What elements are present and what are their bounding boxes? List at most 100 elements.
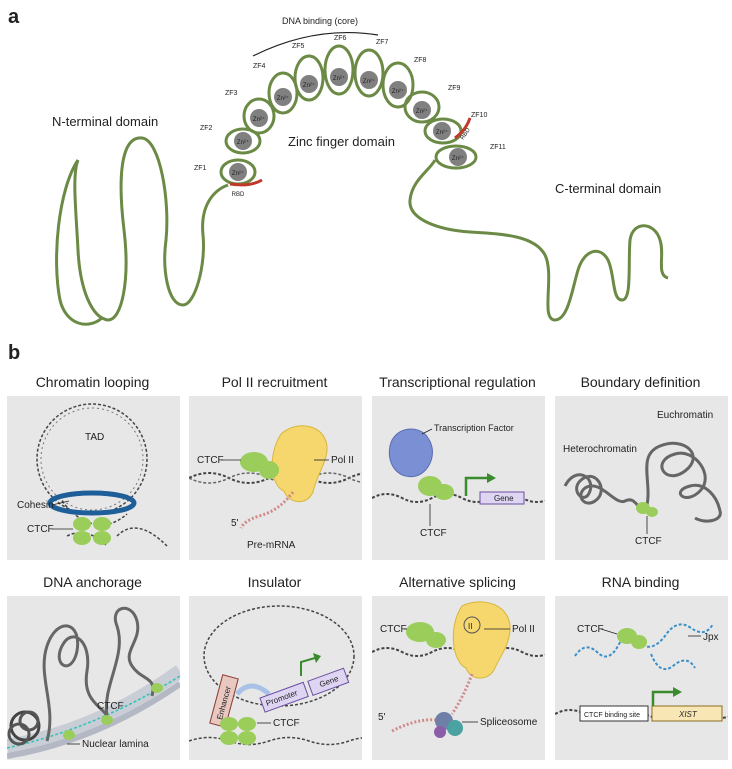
pol2-badge: II (468, 622, 472, 631)
svg-text:Zn²⁺: Zn²⁺ (253, 116, 265, 123)
ctcf-binding-site-box (579, 705, 649, 722)
zf5-loop: Zn²⁺ (293, 54, 325, 102)
premrna-label: Pre-mRNA (247, 540, 296, 551)
ctcf-protein (240, 452, 279, 479)
zf9-label: ZF9 (448, 85, 461, 92)
euchromatin-label: Euchromatin (657, 410, 713, 421)
card-boundary-definition: Euchromatin Heterochromatin CTCF (555, 396, 728, 560)
card-insulator: Enhancer Promoter Gene CTCF (189, 596, 362, 760)
ctcf-label: CTCF (577, 624, 604, 635)
spliceosome (434, 712, 463, 738)
dna-strand (189, 736, 362, 746)
pol2-label: Pol II (512, 624, 535, 635)
card-chromatin-looping: TAD Cohesin CTCF (7, 396, 180, 560)
ctcf-protein (617, 628, 647, 649)
nuclear-lamina-band (7, 665, 180, 753)
zf5-label: ZF5 (292, 43, 305, 50)
card-title-pol2-recruitment: Pol II recruitment (221, 374, 328, 390)
jpx-label: Jpx (703, 632, 719, 643)
zf10-label: ZF10 (471, 112, 487, 119)
dna-strand (189, 472, 362, 484)
heterochromatin-fiber (563, 473, 646, 514)
zf8-label: ZF8 (414, 57, 427, 64)
zf2-label: ZF2 (200, 125, 213, 132)
five-prime-label: 5' (231, 518, 239, 529)
rbd-segment-2 (454, 117, 472, 140)
panel-b-letter: b (8, 342, 21, 364)
svg-text:Zn²⁺: Zn²⁺ (363, 78, 375, 85)
ctcf-label: CTCF (273, 718, 300, 729)
pol2-label: Pol II (331, 455, 354, 466)
enhancer-box: Enhancer (209, 674, 239, 728)
gene-box (479, 491, 525, 505)
ctcf-label: CTCF (420, 528, 447, 539)
xist-label: XIST (678, 710, 698, 719)
card-title-alternative-splicing: Alternative splicing (399, 574, 516, 590)
premrna-strand (239, 491, 295, 529)
card-transcriptional-regulation: Gene Transcription Factor CTCF (372, 396, 545, 560)
rbd-segment-1 (229, 178, 263, 187)
pol2-protein (271, 425, 328, 503)
svg-text:Zn²⁺: Zn²⁺ (416, 108, 428, 115)
card-dna-anchorage: CTCF Nuclear lamina (7, 596, 180, 760)
ctcf-protein (73, 517, 111, 545)
svg-text:Zn²⁺: Zn²⁺ (436, 129, 448, 136)
card-rna-binding: CTCF binding site XIST CTCF Jpx (555, 596, 728, 760)
zf4-label: ZF4 (253, 63, 266, 70)
rbd-label-1: RBD (232, 192, 245, 198)
zf4-loop: Zn²⁺ (267, 71, 299, 115)
zf11-loop: Zn²⁺ (434, 144, 478, 170)
dna-binding-arc (252, 31, 379, 57)
ctcf-label: CTCF (380, 624, 407, 635)
c-terminal-label: C-terminal domain (555, 181, 661, 196)
dna-binding-label: DNA binding (core) (282, 16, 358, 26)
gene-box: Gene (307, 667, 350, 696)
insulator-loop (203, 605, 355, 707)
zf3-label: ZF3 (225, 90, 238, 97)
ctcf-protein (636, 502, 658, 517)
zf3-loop: Zn²⁺ (242, 97, 276, 135)
zf9-loop: Zn²⁺ (403, 90, 441, 124)
euchromatin-fiber (643, 441, 722, 523)
card-title-insulator: Insulator (247, 574, 302, 590)
pol2-protein (452, 601, 511, 679)
ctcf-protein (418, 476, 454, 500)
zf6-loop: Zn²⁺ (323, 44, 355, 96)
cohesin-ring (47, 490, 137, 516)
zf2-loop: Zn²⁺ (224, 127, 262, 155)
cohesin-label: Cohesin (17, 500, 54, 511)
svg-text:Zn²⁺: Zn²⁺ (392, 88, 404, 95)
ctcf-label: CTCF (635, 536, 662, 547)
svg-text:Zn²⁺: Zn²⁺ (277, 95, 289, 102)
svg-text:Zn²⁺: Zn²⁺ (237, 139, 249, 146)
ctcf-label: CTCF (97, 701, 124, 712)
protein-structure-diagram: DNA binding (core) Zn²⁺ Zn²⁺ Zn²⁺ Zn²⁺ Z… (52, 16, 669, 326)
zf7-label: ZF7 (376, 39, 389, 46)
c-terminal-chain (408, 159, 669, 322)
zf1-label: ZF1 (194, 165, 207, 172)
zf6-label: ZF6 (334, 35, 347, 42)
insulation-arrow (235, 683, 271, 696)
zf7-loop: Zn²⁺ (353, 48, 385, 98)
lamina-label: Nuclear lamina (82, 739, 149, 750)
heterochromatin-blob (7, 710, 41, 746)
zf11-label: ZF11 (490, 144, 506, 151)
ctcf-label: CTCF (27, 524, 54, 535)
card-title-chromatin-looping: Chromatin looping (35, 374, 150, 390)
panel-a-letter: a (8, 6, 20, 28)
heterochromatin-label: Heterochromatin (563, 444, 637, 455)
spliceosome-label: Spliceosome (480, 717, 538, 728)
card-title-transcriptional-regulation: Transcriptional regulation (379, 374, 536, 390)
tss-arrow (651, 690, 673, 706)
promoter-box: Promoter (259, 681, 309, 713)
card-title-dna-anchorage: DNA anchorage (43, 574, 142, 590)
zf8-loop: Zn²⁺ (381, 61, 415, 109)
zinc-finger-label: Zinc finger domain (288, 134, 395, 149)
five-prime-label: 5' (378, 712, 386, 723)
zf10-loop: Zn²⁺ (423, 117, 463, 145)
n-terminal-label: N-terminal domain (52, 114, 158, 129)
svg-text:Zn²⁺: Zn²⁺ (303, 82, 315, 89)
n-terminal-chain (55, 136, 229, 326)
ctcf-protein (406, 622, 446, 648)
tss-arrow (300, 657, 316, 676)
